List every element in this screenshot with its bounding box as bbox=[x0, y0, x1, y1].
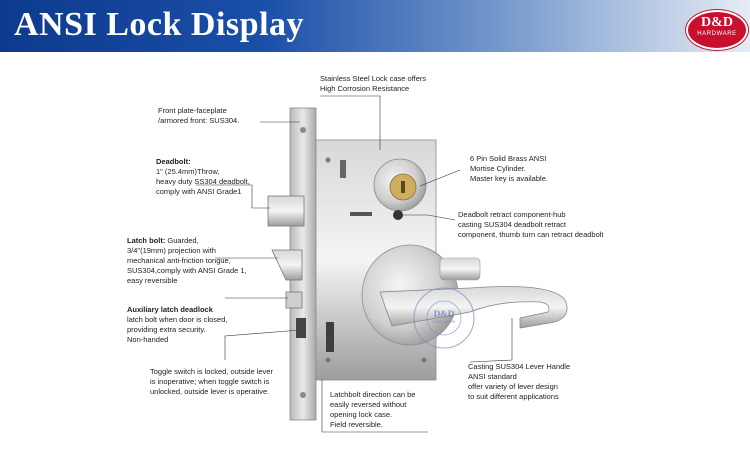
callout-steel-case: Stainless Steel Lock case offers High Co… bbox=[320, 74, 427, 93]
callout-front-plate: Front plate-faceplate /armored front: SU… bbox=[158, 106, 240, 125]
latch-text: Guarded, 3/4"(19mm) projection with mech… bbox=[127, 236, 247, 285]
logo-main-text: D&D bbox=[701, 15, 733, 30]
leader-lever bbox=[469, 318, 513, 363]
page-title: ANSI Lock Display bbox=[14, 6, 305, 43]
leader-cylinder bbox=[419, 169, 461, 187]
aux-text: latch bolt when door is closed, providin… bbox=[127, 315, 228, 344]
latch-bolt bbox=[271, 249, 303, 281]
case-slot-2 bbox=[340, 160, 346, 178]
callout-latch-bolt: Latch bolt: Guarded, 3/4"(19mm) projecti… bbox=[127, 236, 247, 286]
leader-deadbolt bbox=[196, 184, 270, 209]
case-screw-1 bbox=[325, 157, 331, 163]
case-screw-3 bbox=[421, 357, 427, 363]
callout-aux-latch: Auxiliary latch deadlock latch bolt when… bbox=[127, 295, 227, 355]
leader-toggle bbox=[224, 329, 301, 360]
cylinder-keyway bbox=[401, 181, 405, 193]
toggle-switch bbox=[296, 318, 306, 338]
deadbolt-text: 1" (25.4mm)Throw, heavy duty SS304 deadb… bbox=[156, 167, 250, 196]
title-banner: ANSI Lock Display D&D HARDWARE bbox=[0, 0, 750, 52]
leader-retract bbox=[400, 214, 456, 221]
deadbolt-heading: Deadbolt: bbox=[156, 157, 191, 166]
callout-deadbolt: Deadbolt: 1" (25.4mm)Throw, heavy duty S… bbox=[156, 147, 250, 207]
case-screw-2 bbox=[325, 357, 331, 363]
brand-logo: D&D HARDWARE bbox=[686, 10, 748, 50]
leader-steel-case bbox=[320, 95, 381, 150]
logo-sub-text: HARDWARE bbox=[697, 31, 737, 37]
retract-hub bbox=[393, 210, 403, 220]
watermark-stamp bbox=[413, 287, 475, 349]
case-bottom-slot bbox=[326, 322, 334, 352]
watermark-sub: HARDWARE bbox=[432, 319, 456, 324]
faceplate-screw-bottom bbox=[300, 392, 306, 398]
callout-retract: Deadbolt retract component-hub casting S… bbox=[458, 210, 604, 239]
case-slot-1 bbox=[350, 212, 372, 216]
callout-lever: Casting SUS304 Lever Handle ANSI standar… bbox=[468, 362, 571, 401]
callout-latch-direction: Latchbolt direction can be easily revers… bbox=[330, 390, 416, 429]
callout-toggle: Toggle switch is locked, outside lever i… bbox=[150, 367, 273, 396]
callout-cylinder: 6 Pin Solid Brass ANSI Mortise Cylinder.… bbox=[470, 154, 548, 183]
watermark-stamp-inner bbox=[426, 300, 462, 336]
auxiliary-latch bbox=[285, 291, 303, 309]
lever-neck bbox=[439, 257, 481, 281]
aux-heading: Auxiliary latch deadlock bbox=[127, 305, 213, 314]
deadbolt bbox=[267, 195, 305, 227]
latch-heading: Latch bolt: bbox=[127, 236, 166, 245]
leader-lines bbox=[196, 95, 513, 433]
watermark-main: D&D bbox=[433, 309, 455, 319]
watermark-logo: D&D HARDWARE bbox=[426, 309, 462, 325]
leader-latch-dir bbox=[321, 380, 428, 433]
faceplate-screw-top bbox=[300, 127, 306, 133]
